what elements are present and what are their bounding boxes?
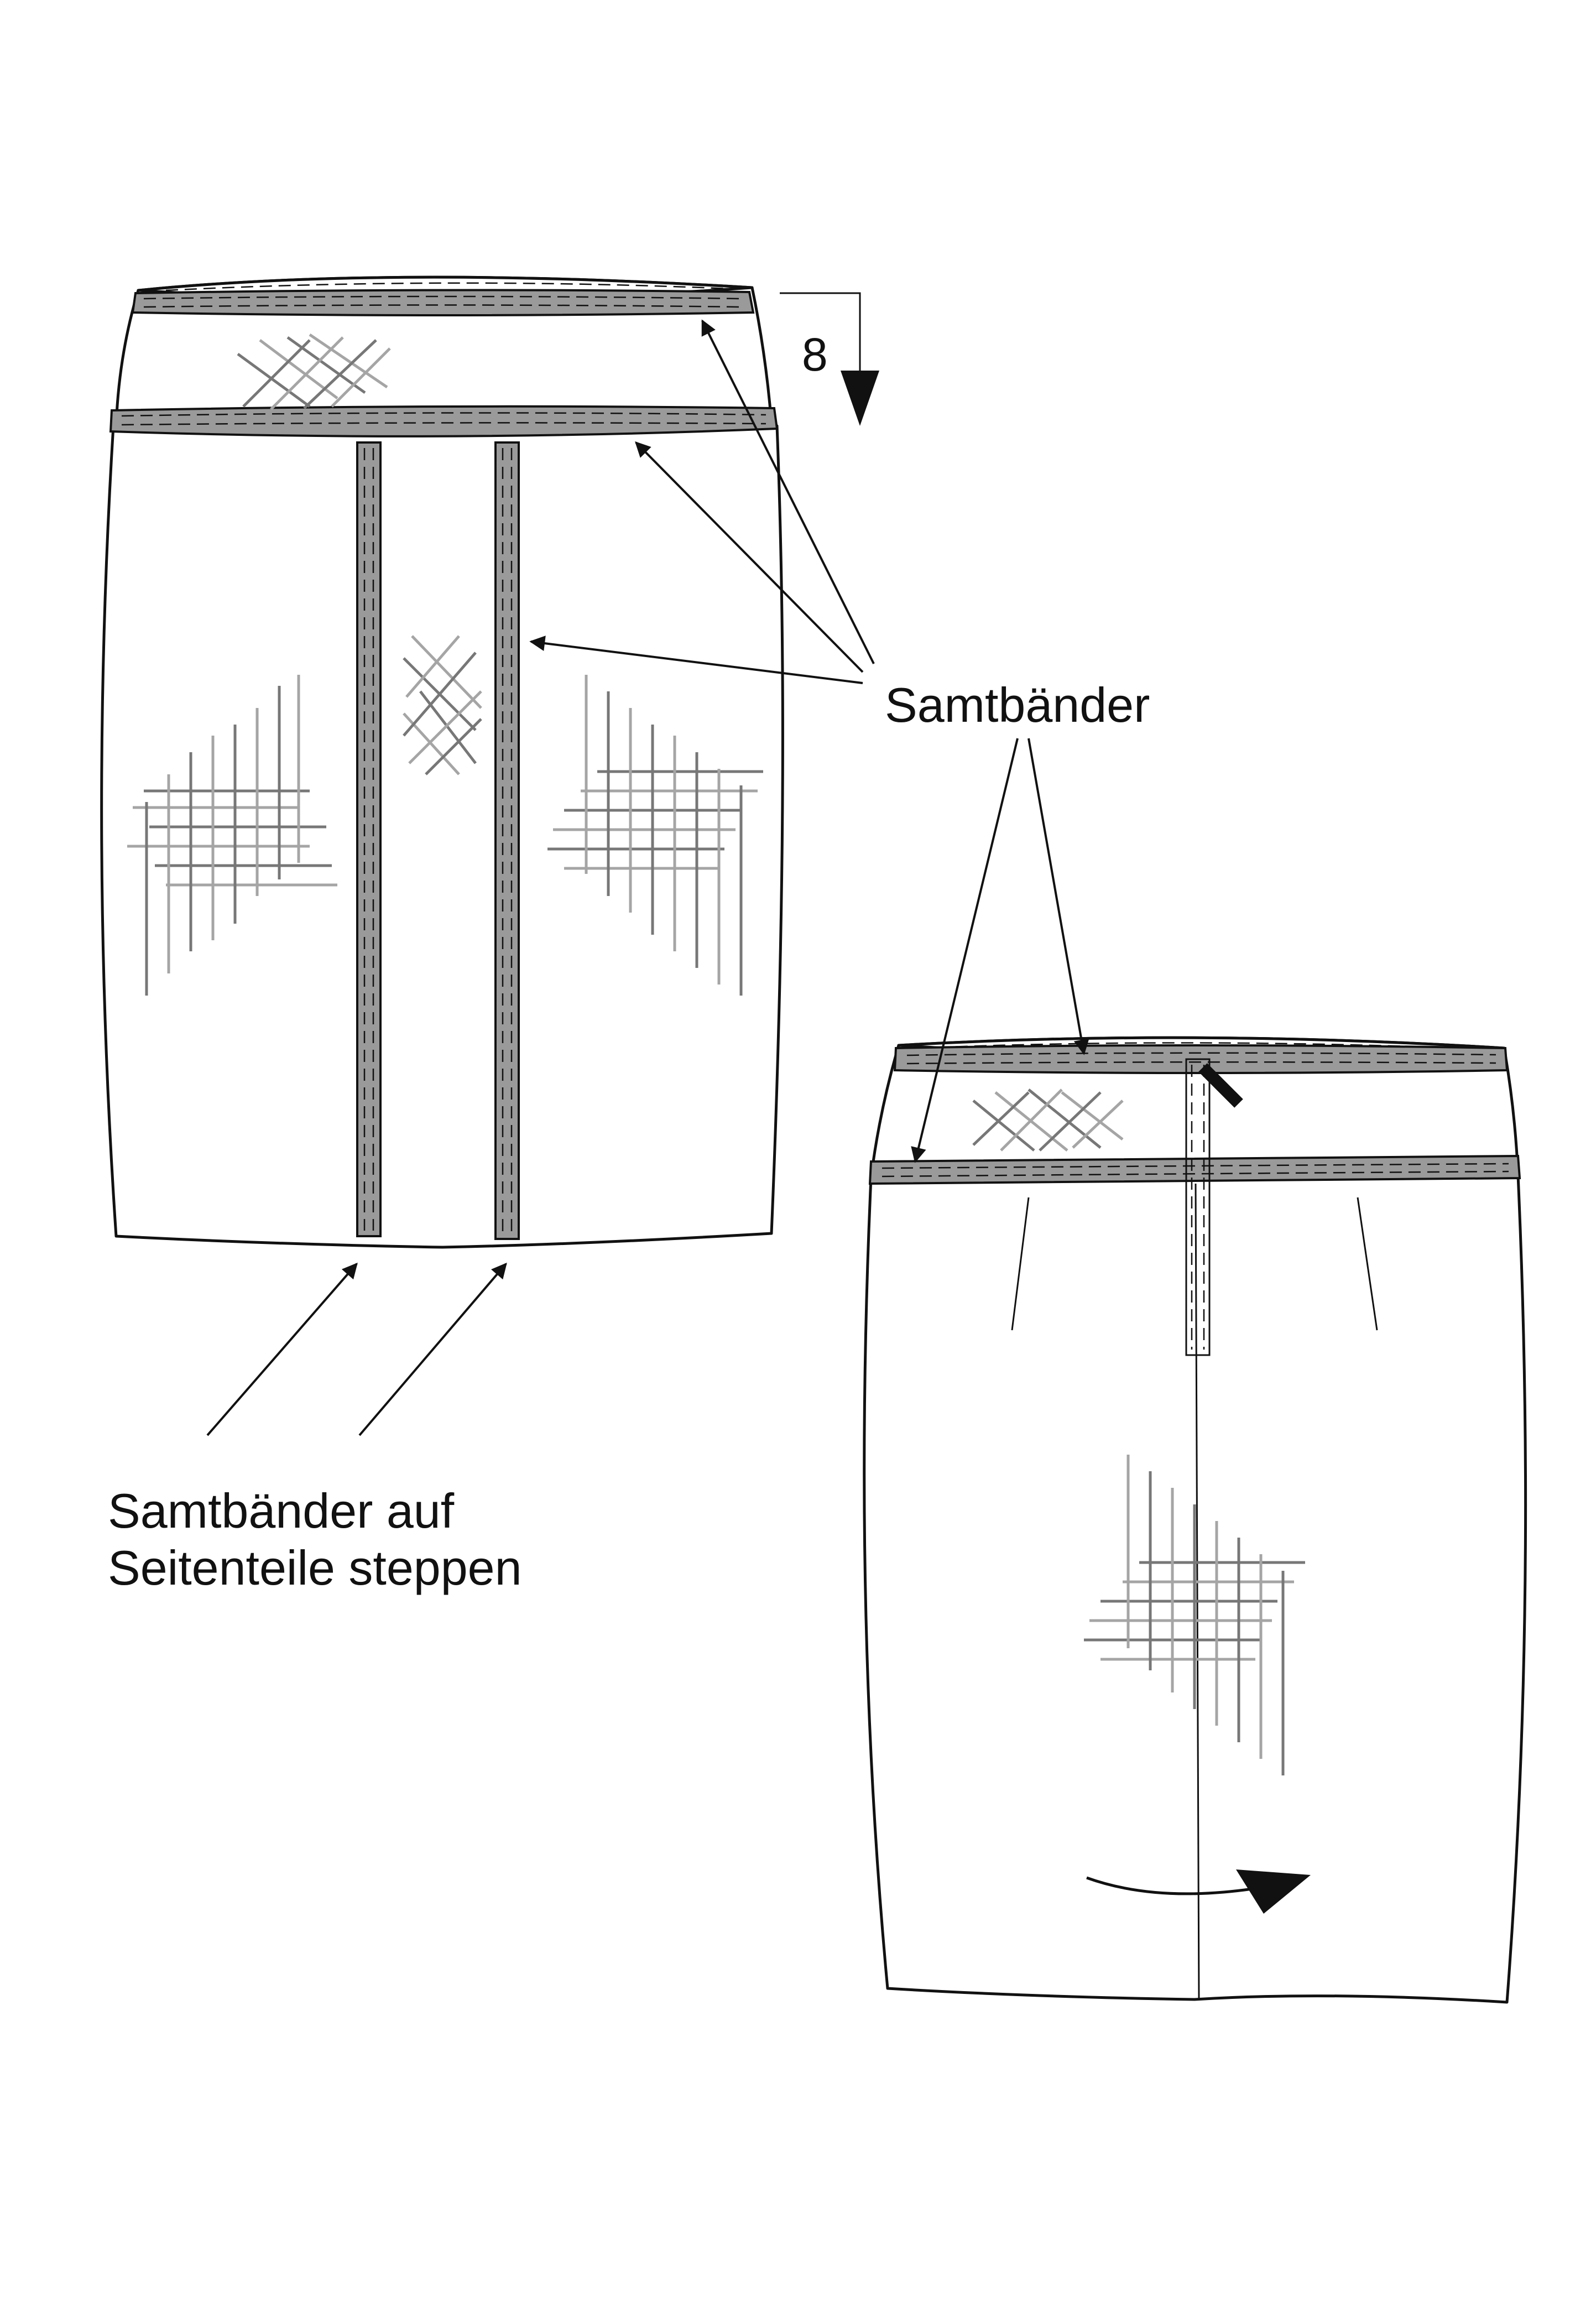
leader-line xyxy=(911,738,1019,1163)
measure-bracket xyxy=(780,292,861,376)
velvet-band-stitching xyxy=(143,304,742,308)
velvet-band-hip-front xyxy=(109,405,779,437)
velvet-band-stitching xyxy=(906,1061,1496,1065)
velvet-band-hip-back xyxy=(868,1154,1521,1185)
center-back-seam xyxy=(1195,1183,1200,2000)
leader-line xyxy=(529,636,863,684)
velvet-band-top-front xyxy=(131,289,755,316)
tweed-texture xyxy=(972,1088,1124,1152)
leader-line xyxy=(635,441,864,673)
velvet-band-stitching xyxy=(882,1170,1509,1178)
zipper-placket xyxy=(1185,1058,1211,1356)
velvet-band-vertical-left xyxy=(356,441,382,1237)
arrowhead-icon xyxy=(1236,1869,1311,1914)
velvet-band-stitching xyxy=(121,412,766,417)
front-waist-stitching xyxy=(165,282,731,291)
tweed-texture xyxy=(547,675,763,996)
measure-value: 8 xyxy=(802,329,828,381)
back-waist-stitching xyxy=(917,1042,1488,1050)
curved-arrow-icon xyxy=(1086,1876,1253,1895)
tweed-texture xyxy=(403,635,482,775)
skirt-back-view xyxy=(863,1036,1527,2004)
zipper-pull-icon xyxy=(1198,1063,1243,1108)
arrowhead-down-icon xyxy=(841,371,879,426)
measure-indicator: 8 xyxy=(780,292,879,426)
back-dart-right xyxy=(1357,1197,1378,1331)
tweed-texture xyxy=(1084,1455,1305,1775)
leader-line xyxy=(701,319,875,664)
instruction-text-line1: Samtbänder auf xyxy=(108,1483,455,1538)
velvet-band-vertical-right xyxy=(494,441,520,1240)
velvet-band-stitching xyxy=(906,1052,1496,1056)
instruction-text-line2: Seitenteile steppen xyxy=(108,1540,522,1595)
tweed-texture xyxy=(127,675,337,996)
leader-lines-seitenteile xyxy=(206,1262,507,1436)
back-dart-left xyxy=(1011,1197,1030,1331)
leader-lines-samtbaender xyxy=(529,319,1089,1163)
velvet-band-stitching xyxy=(143,295,742,300)
leader-line xyxy=(358,1262,507,1436)
label-samtbaender: Samtbänder xyxy=(885,678,1150,732)
skirt-front-view xyxy=(100,275,784,1249)
leader-line xyxy=(206,1262,358,1436)
front-skirt-body xyxy=(100,418,784,1249)
leader-line xyxy=(1028,738,1089,1055)
velvet-band-stitching xyxy=(121,422,766,426)
tweed-texture xyxy=(237,333,391,410)
